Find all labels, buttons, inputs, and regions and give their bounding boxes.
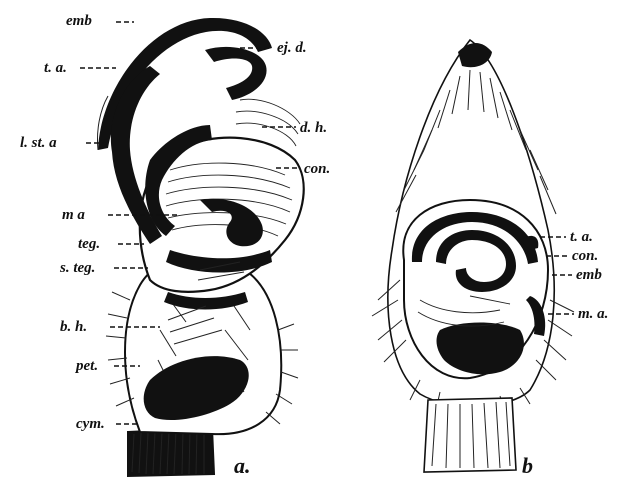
label-s-teg: s. teg.: [59, 260, 95, 276]
label-pet: pet.: [74, 358, 98, 374]
label-t-a-b: t. a.: [570, 229, 593, 245]
panel-a-cymbium-base: [128, 428, 214, 476]
panel-a-drawing: [97, 18, 303, 476]
panel-a-ej-duct: [205, 47, 267, 100]
label-ej-d: ej. d.: [277, 40, 307, 56]
panel-b-base: [424, 398, 516, 472]
label-emb-a: emb: [66, 13, 92, 29]
panel-b-tag: b: [522, 453, 533, 478]
label-emb-b: emb: [576, 267, 602, 283]
panel-a-tag: a.: [234, 453, 251, 478]
label-m-a-b: m. a.: [578, 306, 608, 322]
label-con-a: con.: [304, 161, 330, 177]
label-teg: teg.: [78, 236, 100, 252]
label-t-a-a: t. a.: [44, 60, 67, 76]
label-d-h: d. h.: [300, 120, 327, 136]
label-b-h: b. h.: [60, 319, 87, 335]
panel-b-drawing: [372, 40, 574, 472]
label-con-b: con.: [572, 248, 598, 264]
label-m-a: m a: [62, 207, 85, 223]
label-l-st-a: l. st. a: [20, 135, 57, 151]
label-cym: cym.: [76, 416, 105, 432]
